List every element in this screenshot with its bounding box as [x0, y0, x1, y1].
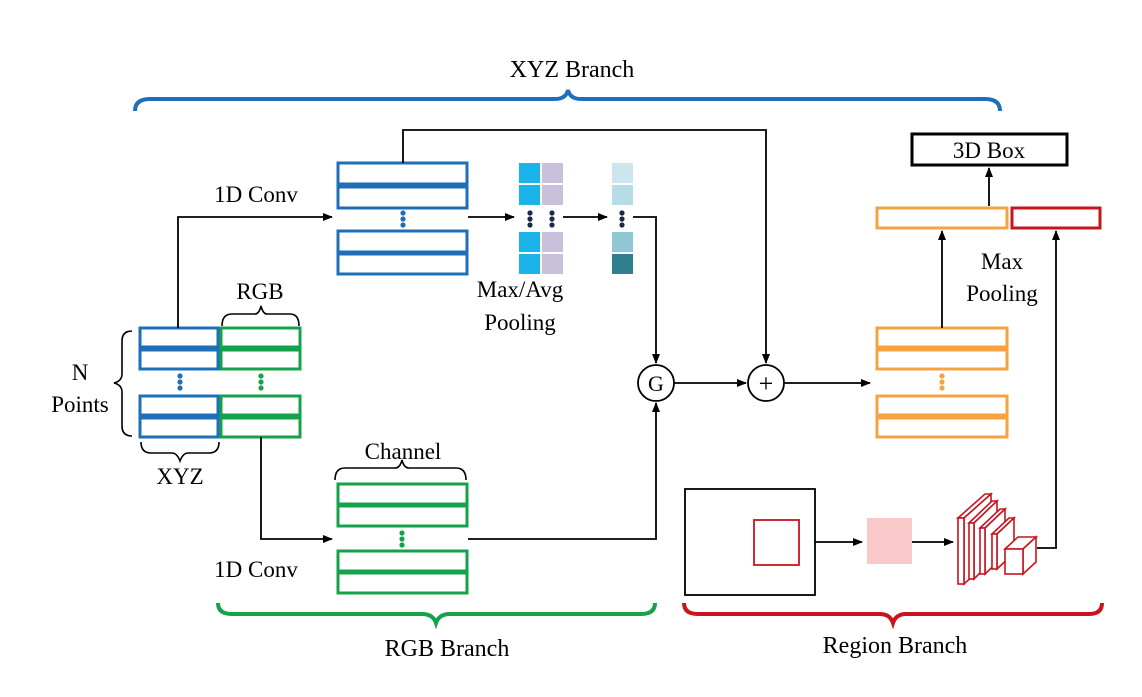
fused-dots: [939, 373, 945, 391]
maxpool-label-line2: Pooling: [966, 281, 1038, 306]
arrow-cnn-to-region-feature: [1037, 230, 1060, 549]
points-brace: [113, 330, 133, 437]
region-branch-label: Region Branch: [823, 633, 968, 659]
conv-top-label: 1D Conv: [214, 182, 298, 207]
gate-symbol: G: [648, 371, 664, 396]
add-symbol: +: [759, 369, 774, 398]
channel-brace: [334, 459, 467, 481]
channel-label: Channel: [365, 439, 442, 464]
gate-weight-dots: [619, 210, 625, 228]
rgb-branch-brace: [216, 602, 657, 630]
rgb-conv-dots: [399, 530, 405, 548]
rgb-branch-label: RGB Branch: [385, 636, 510, 662]
xyz-conv-dots: [400, 210, 406, 228]
maxpool-label-line1: Max: [981, 249, 1024, 274]
points-label: Points: [51, 392, 109, 417]
roi-box: [753, 519, 800, 566]
arrow-input-to-rgb-conv: [260, 437, 333, 543]
input-xyz-dots: [177, 373, 183, 391]
input-rgb-dots: [258, 373, 264, 391]
region-branch-brace: [682, 602, 1104, 630]
pooled-fused-feature: [875, 206, 1009, 230]
xyz-label: XYZ: [156, 464, 203, 489]
input-xyz-features: [138, 326, 220, 439]
roi-crop: [867, 518, 912, 564]
xyz-branch-label: XYZ Branch: [510, 57, 635, 83]
conv-bottom-label: 1D Conv: [214, 557, 298, 582]
arrow-rgb-to-gate: [468, 402, 660, 540]
pool-label-line2: Pooling: [484, 310, 556, 335]
xyz-conv-features: [336, 161, 469, 276]
gate-operator: G: [637, 364, 675, 402]
gate-weight-column: [612, 163, 633, 274]
pool-dots: [527, 210, 555, 228]
connector-lines: [177, 129, 1060, 549]
max-pool-column: [519, 163, 540, 274]
pool-label-line1: Max/Avg: [477, 277, 564, 302]
xyz-branch-brace: [133, 89, 1002, 112]
3d-box-label: 3D Box: [953, 138, 1026, 163]
xyz-input-brace: [140, 441, 220, 464]
arrow-input-to-xyz-conv: [177, 213, 333, 328]
n-label: N: [72, 360, 89, 385]
rgb-label: RGB: [236, 279, 283, 304]
3d-box-output: [910, 132, 1069, 167]
region-feature-vector: [1010, 206, 1102, 230]
image-frame: [684, 488, 816, 596]
add-operator: +: [747, 364, 785, 402]
rgb-conv-features: [336, 482, 469, 595]
input-rgb-features: [219, 326, 302, 439]
arrow-weights-to-gate: [633, 216, 660, 364]
rgb-input-brace: [221, 305, 300, 327]
arrow-skip-to-add: [402, 129, 770, 364]
cnn-icon: [955, 492, 1039, 586]
avg-pool-column: [542, 163, 563, 274]
